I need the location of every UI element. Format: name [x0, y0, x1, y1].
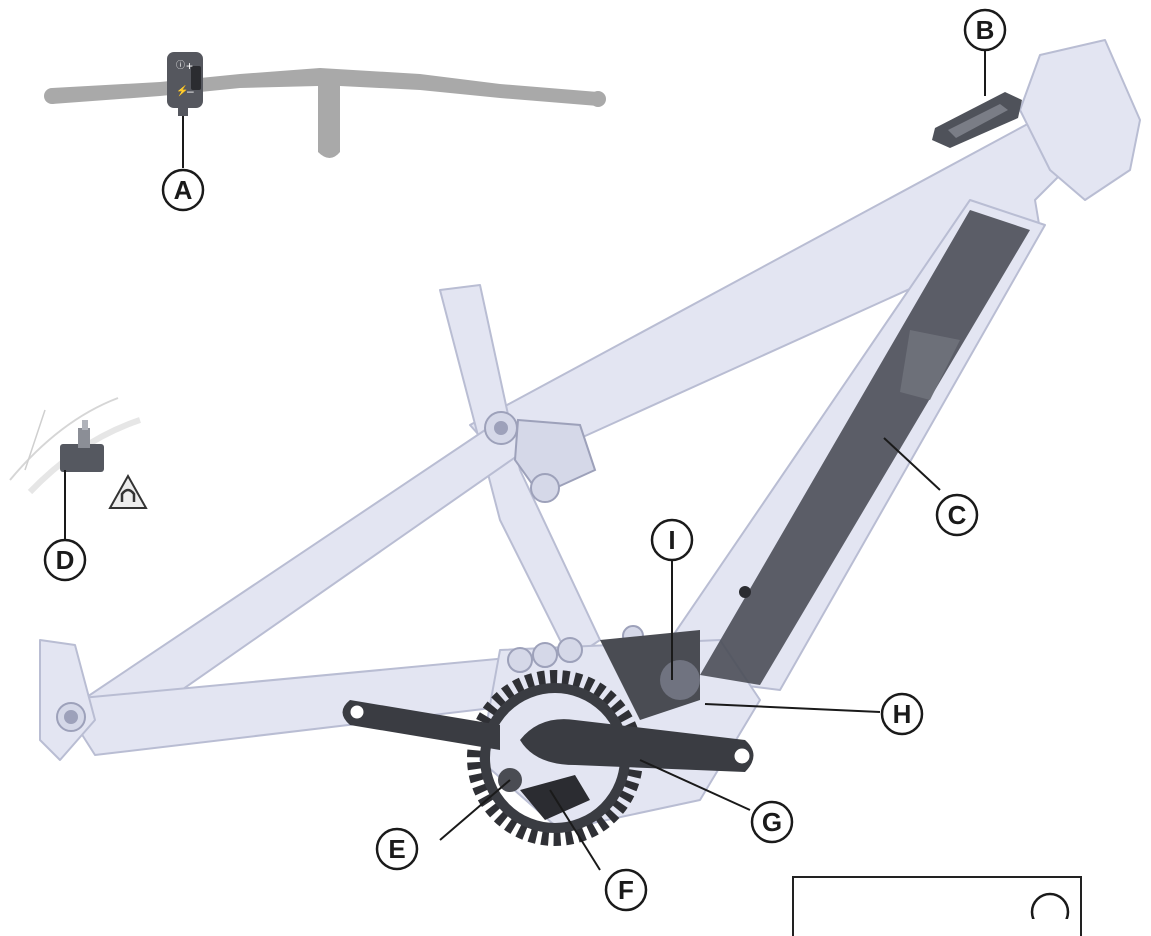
frame-pivots [56, 411, 644, 732]
handlebar [44, 68, 606, 158]
remote-control: ⓘ + ⚡ – [167, 52, 203, 116]
bike-frame [39, 39, 1141, 831]
callout-c: C [935, 493, 979, 537]
svg-text:⚡: ⚡ [176, 84, 188, 97]
crank-arms [342, 700, 754, 792]
callout-g: G [750, 800, 794, 844]
callout-e: E [375, 827, 419, 871]
callout-b-label: B [976, 15, 995, 45]
callout-d-label: D [56, 545, 75, 575]
callout-i-label: I [668, 525, 675, 555]
display-unit [932, 92, 1022, 148]
legend-circle [1030, 892, 1070, 919]
callout-b: B [963, 8, 1007, 52]
callout-a: A [161, 168, 205, 212]
battery [700, 210, 1030, 685]
svg-text:+: + [186, 59, 193, 73]
leader-lines [64, 46, 986, 871]
svg-text:ⓘ: ⓘ [176, 60, 185, 70]
callout-a-label: A [174, 175, 193, 205]
callout-h-label: H [893, 699, 912, 729]
callout-f-label: F [618, 875, 634, 905]
callout-c-label: C [948, 500, 967, 530]
callout-f: F [604, 868, 648, 912]
callout-d: D [43, 538, 87, 582]
callout-h: H [880, 692, 924, 736]
magnet-warning-icon [108, 473, 148, 509]
motor-unit [600, 630, 700, 720]
legend-box [792, 876, 1082, 936]
callout-i: I [650, 518, 694, 562]
callout-e-label: E [388, 834, 405, 864]
svg-text:–: – [187, 84, 194, 98]
callout-g-label: G [762, 807, 782, 837]
speed-sensor-detail [9, 397, 141, 495]
